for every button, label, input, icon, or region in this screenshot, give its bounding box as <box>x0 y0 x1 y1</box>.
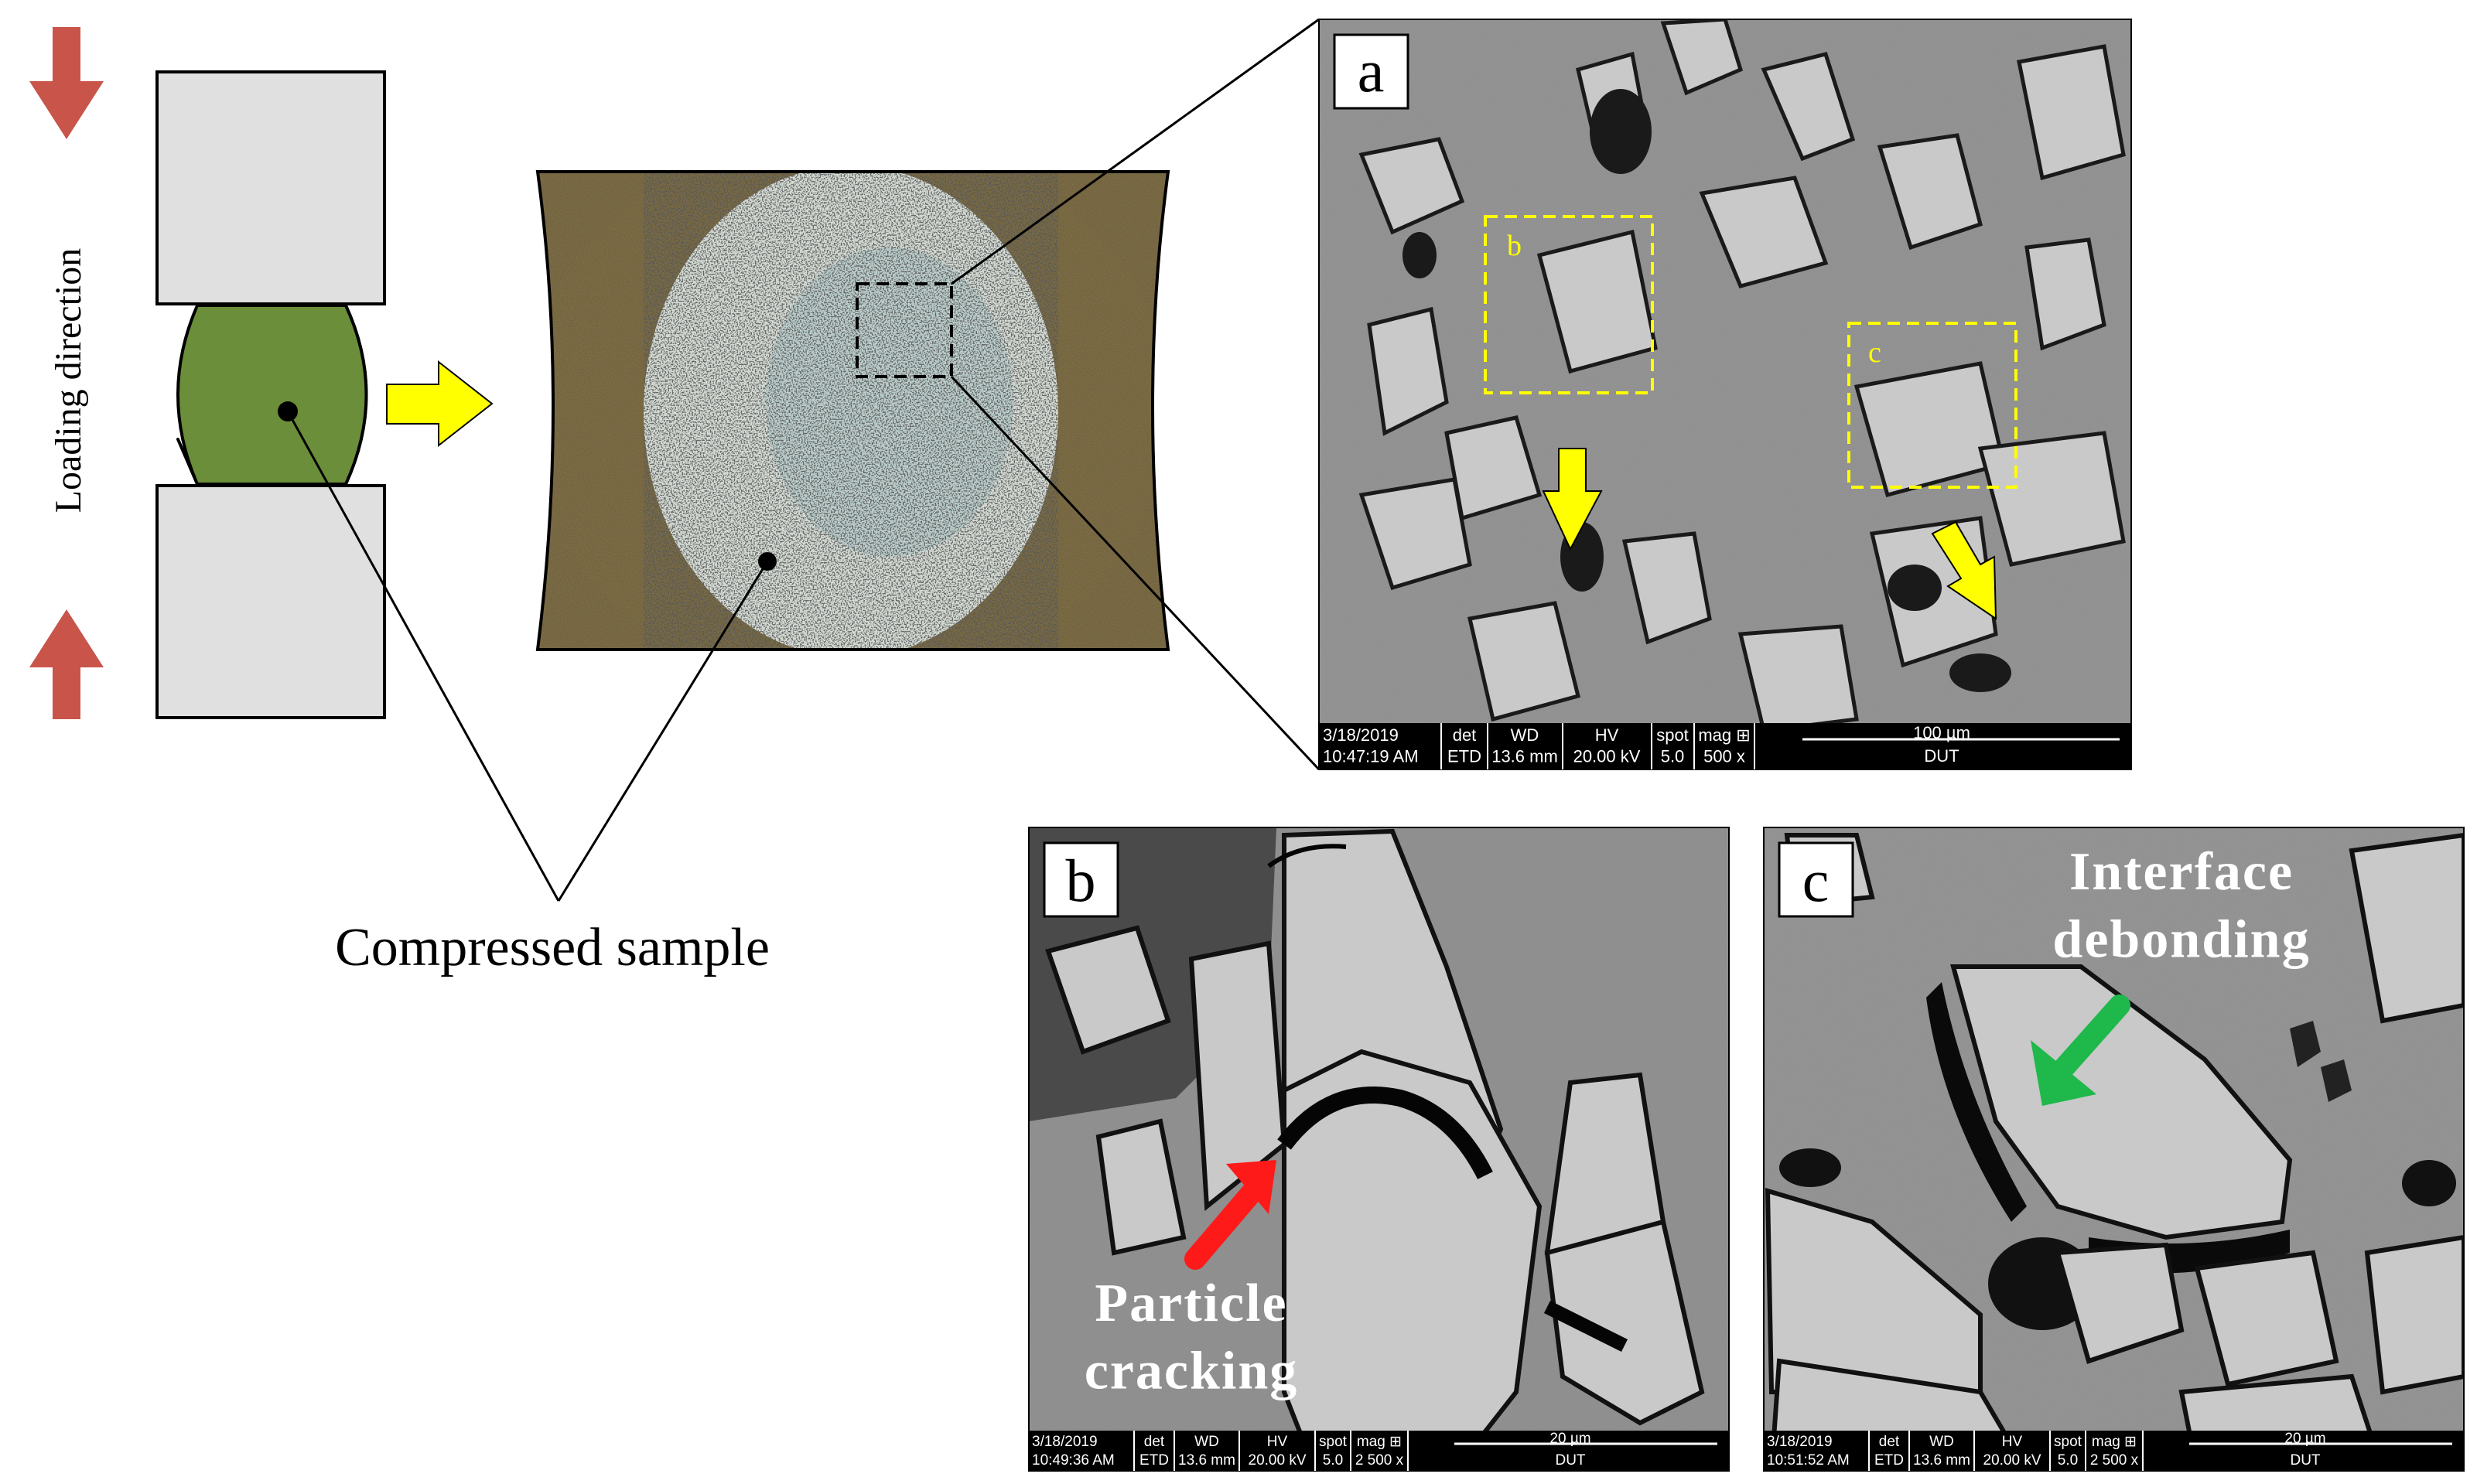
roi-box-c <box>1847 322 2017 489</box>
leader-line-2 <box>557 561 769 902</box>
red-crack-arrow <box>1184 1160 1276 1270</box>
databar-c-mag: mag ⊞2 500 x <box>2090 1434 2139 1469</box>
upper-platen <box>155 70 386 305</box>
compressed-sample-outline <box>535 170 1170 651</box>
databar-a-org: DUT <box>1924 746 1959 766</box>
flow-arrow <box>386 360 494 448</box>
panel-c-label: c <box>1802 847 1830 914</box>
panel-c-label-box <box>1778 841 1854 918</box>
compressed-sample-photo <box>538 172 1168 650</box>
leader-line-1 <box>286 411 560 902</box>
load-arrow-down <box>29 27 104 139</box>
databar-b-org: DUT <box>1555 1452 1585 1469</box>
databar-a-scale: 100 µm <box>1913 723 1970 742</box>
load-arrow-up <box>29 609 104 719</box>
lower-platen <box>155 484 386 719</box>
loading-direction-label: Loading direction <box>48 248 89 513</box>
databar-a-mag: mag ⊞500 x <box>1698 725 1750 766</box>
panel-a-label: a <box>1358 37 1385 104</box>
yellow-arrow-2 <box>1931 520 1997 620</box>
roi-b-label: b <box>1507 230 1522 262</box>
databar-b-scale: 20 µm <box>1549 1431 1590 1447</box>
yellow-arrow-1 <box>1542 448 1603 551</box>
roi-box-b <box>1484 215 1654 394</box>
panel-b-label-box <box>1043 841 1119 918</box>
zoom-line-top <box>951 18 1320 285</box>
panel-b-label: b <box>1066 847 1096 914</box>
panel-a-label-box <box>1333 33 1409 110</box>
compressed-sample-label: Compressed sample <box>335 918 770 977</box>
zoom-line-bottom <box>950 375 1320 771</box>
roi-c-label: c <box>1868 336 1881 369</box>
green-sample-outline <box>176 304 368 486</box>
databar-c-scale: 20 µm <box>2284 1431 2325 1447</box>
databar-c-org: DUT <box>2290 1452 2320 1469</box>
zoom-region-box <box>856 282 953 378</box>
databar-b-mag: mag ⊞2 500 x <box>1355 1434 1404 1469</box>
green-debond-arrow <box>2031 994 2130 1106</box>
